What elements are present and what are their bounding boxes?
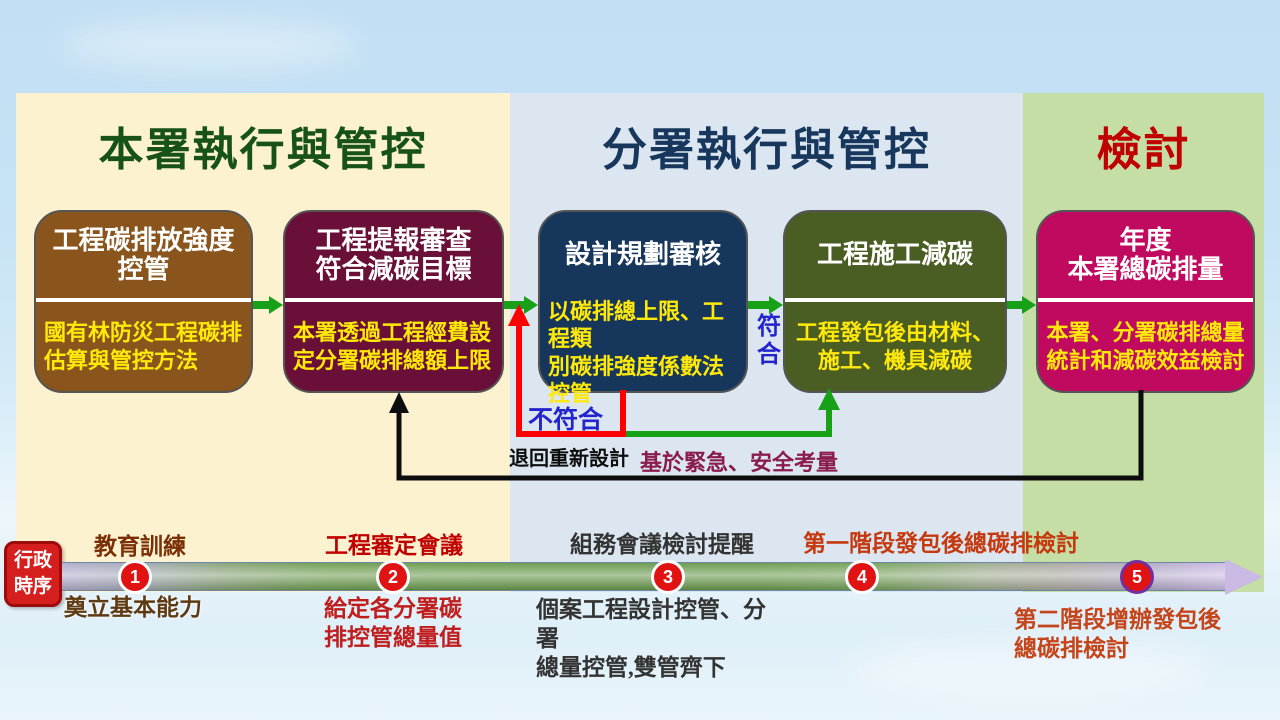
milestone-3-description: 個案工程設計控管、分署 總量控管,雙管齊下 (536, 596, 776, 682)
flow-box-body: 本署、分署碳排總量 統計和減碳效益檢討 (1038, 302, 1253, 391)
milestone-4-topic: 第一階段發包後總碳排檢討 (803, 531, 1079, 556)
milestone-2-topic: 工程審定會議 (325, 533, 463, 558)
flow-box-title: 工程提報審查 符合減碳目標 (285, 212, 502, 298)
flow-box-title: 設計規劃審核 (540, 212, 746, 298)
title-line: 工程施工減碳 (816, 239, 973, 270)
flow-box-construction-reduction: 工程施工減碳 工程發包後由材料、 施工、機具減碳 (783, 210, 1007, 393)
milestone-badge-5: 5 (1120, 560, 1154, 594)
timeline-arrow-tip-icon (1225, 559, 1263, 595)
fail-label: 不符合 (528, 406, 604, 434)
body-line: 定分署碳排總額上限 (293, 347, 492, 373)
milestone-number: 2 (387, 566, 398, 587)
flow-box-design-review: 設計規劃審核 以碳排總上限、工程類 別碳排強度係數法控管 (538, 210, 748, 406)
body-line: 施工、機具減碳 (817, 347, 972, 373)
description-line: 總量控管,雙管齊下 (536, 654, 726, 680)
description-line: 給定各分署碳 (324, 596, 462, 621)
title-line: 控管 (117, 254, 170, 284)
body-line: 本署、分署碳排總量 (1046, 320, 1245, 346)
milestone-badge-3: 3 (651, 560, 685, 594)
flow-box-title: 工程施工減碳 (785, 212, 1005, 298)
title-line: 本署總碳排量 (1067, 254, 1224, 284)
cloud-decoration (850, 640, 1210, 700)
body-line: 別碳排強度係數法控管 (548, 353, 725, 406)
panel-hq-title: 本署執行與管控 (98, 124, 428, 175)
pass-label: 符合 (757, 313, 781, 368)
flow-box-annual-total-emissions: 年度 本署總碳排量 本署、分署碳排總量 統計和減碳效益檢討 (1036, 210, 1255, 393)
panel-review-title: 檢討 (1096, 124, 1191, 175)
milestone-number: 3 (662, 566, 673, 587)
flow-box-body: 以碳排總上限、工程類 別碳排強度係數法控管 (540, 298, 746, 407)
milestone-badge-1: 1 (118, 560, 152, 594)
body-line: 以碳排總上限、工程類 (548, 299, 725, 352)
title-line: 設計規劃審核 (564, 239, 721, 270)
body-line: 工程發包後由材料、 (795, 320, 994, 346)
bypass-note: 基於緊急、安全考量 (640, 450, 839, 475)
milestone-number: 1 (129, 566, 140, 587)
milestone-number: 4 (856, 566, 867, 587)
title-line: 符合減碳目標 (315, 254, 472, 284)
flow-box-title: 工程碳排放強度 控管 (36, 212, 251, 298)
milestone-5-description: 第二階段增辦發包後 總碳排檢討 (1014, 606, 1244, 664)
milestone-2-description: 給定各分署碳 排控管總量值 (318, 595, 468, 653)
description-line: 個案工程設計控管、分署 (536, 597, 766, 651)
admin-sequence-label: 行政 時序 (4, 541, 62, 607)
panel-branch-title: 分署執行與管控 (601, 124, 931, 175)
flow-box-project-review: 工程提報審查 符合減碳目標 本署透過工程經費設 定分署碳排總額上限 (283, 210, 504, 393)
box-divider (1038, 298, 1253, 302)
body-line: 估算與管控方法 (44, 347, 199, 373)
title-line: 工程提報審查 (315, 224, 472, 255)
description-line: 第二階段增辦發包後 (1014, 607, 1221, 632)
milestone-1-topic: 教育訓練 (94, 534, 186, 559)
body-line: 統計和減碳效益檢討 (1046, 347, 1245, 373)
admin-label-line: 行政 (13, 550, 52, 572)
cloud-decoration (60, 20, 360, 70)
milestone-1-description: 奠立基本能力 (64, 594, 214, 623)
milestone-badge-2: 2 (376, 560, 410, 594)
timeline-bar (62, 562, 1225, 591)
box-divider (785, 298, 1005, 302)
title-line: 工程碳排放強度 (52, 224, 235, 255)
milestone-3-topic: 組務會議檢討提醒 (570, 532, 754, 557)
box-divider (285, 298, 502, 302)
flow-box-body: 工程發包後由材料、 施工、機具減碳 (785, 302, 1005, 391)
description-line: 奠立基本能力 (64, 595, 202, 620)
box-divider (36, 298, 251, 302)
flow-box-carbon-intensity-control: 工程碳排放強度 控管 國有林防災工程碳排 估算與管控方法 (34, 210, 253, 393)
milestone-badge-4: 4 (845, 560, 879, 594)
body-line: 國有林防災工程碳排 (44, 320, 243, 346)
redesign-note: 退回重新設計 (509, 448, 629, 470)
flow-box-body: 國有林防災工程碳排 估算與管控方法 (36, 302, 251, 391)
milestone-number: 5 (1131, 566, 1142, 587)
description-line: 總碳排檢討 (1014, 635, 1129, 661)
body-line: 本署透過工程經費設 (293, 320, 492, 346)
flow-box-title: 年度 本署總碳排量 (1038, 212, 1253, 298)
description-line: 排控管總量值 (324, 624, 462, 650)
admin-label-line: 時序 (13, 576, 52, 597)
flow-box-body: 本署透過工程經費設 定分署碳排總額上限 (285, 302, 502, 391)
title-line: 年度 (1119, 224, 1172, 255)
